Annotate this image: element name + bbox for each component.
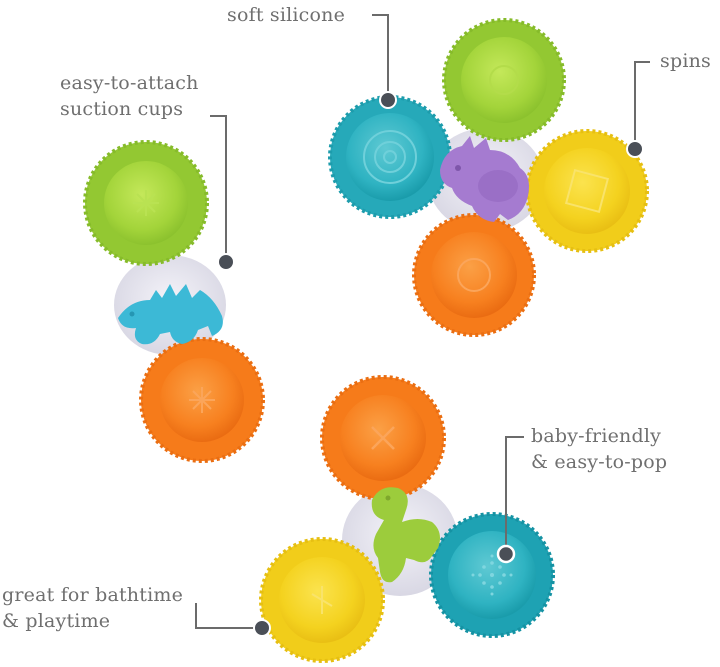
leader-spins: [634, 61, 650, 147]
marker-dot-icon: [253, 619, 271, 637]
bottom-spinner: [259, 375, 555, 663]
purple-dinosaur-figure: [440, 136, 529, 222]
suction-cup-orange: [412, 213, 536, 337]
marker-dot-icon: [217, 253, 235, 271]
marker-dot-icon: [626, 140, 644, 158]
callout-text: & easy-to-pop: [531, 451, 668, 473]
callout-text: spins: [660, 50, 711, 72]
callout-baby-friendly: baby-friendly & easy-to-pop: [531, 423, 667, 475]
callout-text: & playtime: [2, 610, 111, 632]
suction-cup-orange: [320, 375, 446, 501]
blue-dinosaur-figure: [118, 284, 223, 345]
callout-soft-silicone: soft silicone: [227, 2, 345, 28]
callout-suction-cups: easy-to-attach suction cups: [60, 70, 199, 122]
leader-suction-cups: [210, 115, 227, 260]
callout-text: baby-friendly: [531, 425, 662, 447]
left-spinner: [83, 140, 265, 463]
green-dinosaur-figure: [371, 487, 440, 583]
suction-cup-teal: [429, 512, 555, 638]
suction-cup-orange: [139, 337, 265, 463]
top-right-spinner: [328, 18, 649, 337]
suction-cup-green: [83, 140, 209, 266]
marker-dot-icon: [379, 91, 397, 109]
leader-soft-silicone: [372, 14, 389, 98]
suction-cup-yellow: [259, 537, 385, 663]
callout-text: great for bathtime: [2, 584, 184, 606]
callout-text: easy-to-attach: [60, 72, 199, 94]
marker-dot-icon: [496, 544, 516, 564]
suction-cup-green: [442, 18, 566, 142]
callout-text: suction cups: [60, 98, 184, 120]
callout-markers: [217, 91, 644, 637]
callout-spins: spins: [660, 48, 711, 74]
callout-text: soft silicone: [227, 4, 346, 26]
callout-bathtime: great for bathtime & playtime: [2, 582, 183, 634]
leader-baby-friendly: [505, 436, 524, 552]
leader-bathtime: [195, 603, 256, 629]
callout-leaders: [195, 14, 650, 629]
suction-cup-teal: [328, 95, 452, 219]
